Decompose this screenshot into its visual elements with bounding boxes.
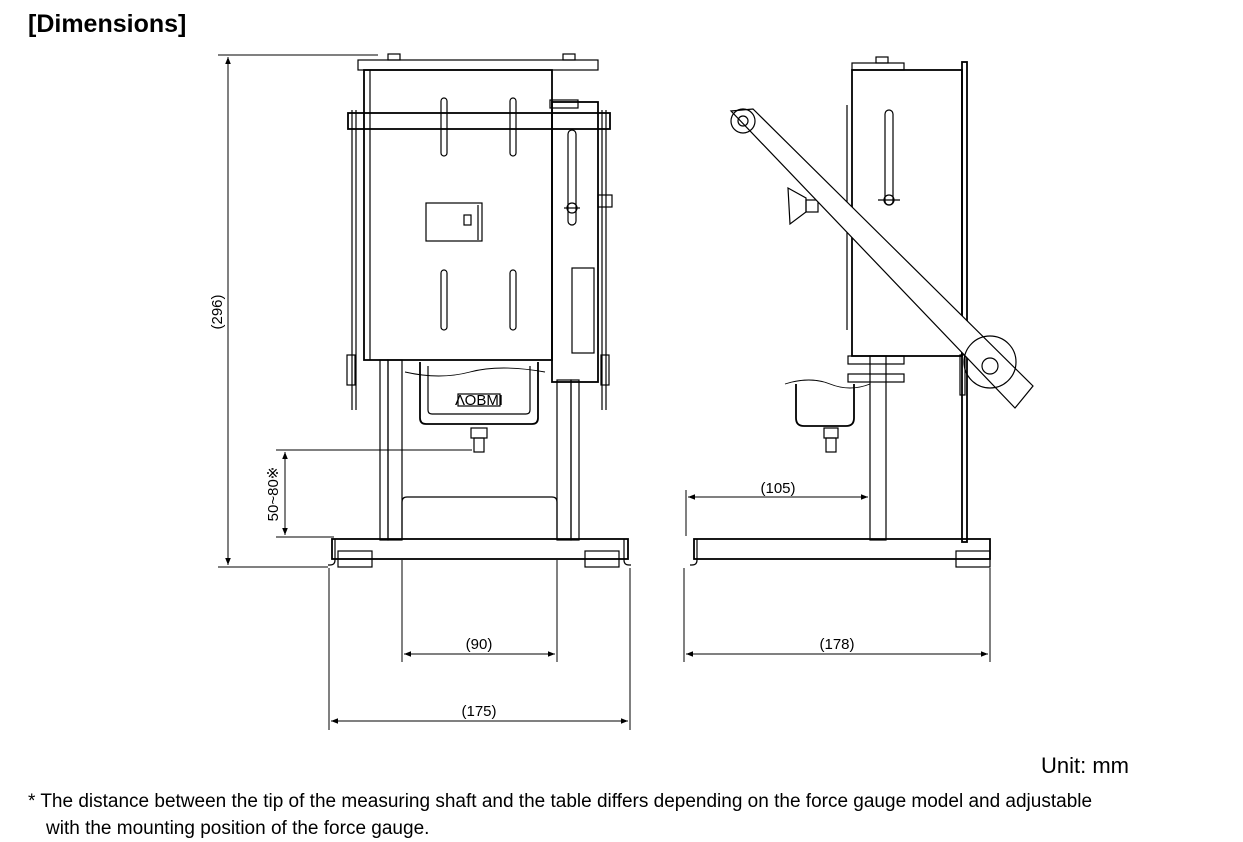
dim-gap-label: 50~80※ [265,467,282,522]
dim-depth-label: (178) [819,636,854,653]
dim-inner-width-label: (90) [466,636,493,653]
unit-label: Unit: mm [1041,753,1129,778]
dimension-lines [218,54,991,730]
footnote: * The distance between the tip of the me… [28,788,1228,842]
side-view [690,56,1034,568]
page-title: [Dimensions] [28,10,187,38]
dimension-labels: (296) 50~80※ (90) (175) (105) (178) [209,294,855,720]
dim-base-width-label: (175) [461,703,496,720]
footnote-line-2: with the mounting position of the force … [46,818,430,839]
dim-reach-label: (105) [760,480,795,497]
dim-height-label: (296) [209,294,226,329]
gauge-label: ΛΟΒΜΙ [455,392,503,409]
footnote-line-1: * The distance between the tip of the me… [28,791,1093,812]
front-view: ΛΟΒΜΙ [328,53,631,568]
